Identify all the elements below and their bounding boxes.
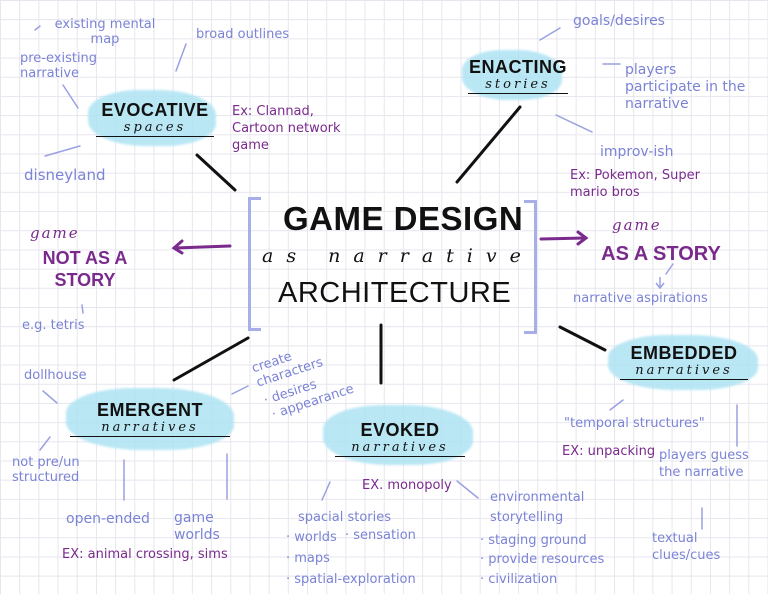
embedded-note-temporal: "temporal structures" [564, 416, 705, 431]
emergent-example: EX: animal crossing, sims [62, 547, 228, 562]
embedded-node: EMBEDDED narratives [620, 343, 748, 380]
emergent-highlight [66, 388, 234, 450]
emergent-subtitle: narratives [70, 420, 230, 437]
left-branch-script: game [30, 224, 80, 242]
center-title-line3: ARCHITECTURE [278, 277, 512, 309]
evoked-title: EVOKED [360, 420, 440, 440]
evoked-subtitle: narratives [335, 440, 465, 457]
evoked-env-resources: · provide resources [480, 552, 605, 567]
left-branch-note: e.g. tetris [22, 318, 85, 333]
evocative-title: EVOCATIVE [101, 100, 209, 120]
emergent-note-open-ended: open-ended [66, 511, 150, 527]
evoked-spacial-maps: · maps [286, 551, 330, 566]
evoked-spacial-worlds: · worlds [286, 530, 337, 545]
evoked-node: EVOKED narratives [335, 420, 465, 457]
enacting-note-improv: improv-ish [600, 144, 674, 160]
evoked-env-heading: environmental storytelling [490, 490, 585, 525]
left-branch-title: NOT AS A STORY [42, 248, 128, 290]
evoked-env-staging: · staging ground [480, 533, 587, 548]
emergent-node: EMERGENT narratives [70, 400, 230, 437]
evoked-spacial-sensation: · sensation [345, 528, 416, 543]
embedded-example: EX: unpacking [562, 444, 656, 459]
evocative-note-disneyland: disneyland [24, 166, 106, 184]
enacting-highlight [462, 50, 562, 100]
enacting-title: ENACTING [469, 57, 567, 77]
emergent-note-dollhouse: dollhouse [24, 368, 87, 383]
evocative-note-broad: broad outlines [196, 27, 290, 42]
center-bracket-right [524, 200, 537, 334]
enacting-note-players: players participate in the narrative [625, 62, 746, 112]
embedded-note-clues: textual clues/cues [652, 531, 721, 563]
embedded-title: EMBEDDED [630, 343, 738, 363]
evoked-highlight [323, 405, 473, 465]
embedded-note-guess: players guess the narrative [659, 448, 749, 480]
enacting-note-goals: goals/desires [573, 13, 665, 29]
embedded-subtitle: narratives [620, 363, 748, 380]
right-branch-note: narrative aspirations [573, 291, 708, 306]
evocative-subtitle: spaces [96, 120, 214, 137]
enacting-subtitle: stories [468, 77, 568, 94]
embedded-highlight [608, 335, 758, 390]
evoked-env-civilization: · civilization [480, 572, 558, 587]
emergent-note-game-worlds: game worlds [174, 510, 220, 543]
evocative-note-preexisting: pre-existing narrative [20, 51, 98, 81]
emergent-note-structured: not pre/un structured [12, 455, 80, 485]
emergent-title: EMERGENT [96, 400, 203, 420]
enacting-example: Ex: Pokemon, Super mario bros [570, 168, 701, 200]
center-bracket-left [248, 197, 261, 331]
evocative-example: Ex: Clannad, Cartoon network game [232, 104, 341, 153]
evoked-spacial-heading: spacial stories [298, 510, 392, 525]
center-title-line2: as narrative [262, 245, 534, 267]
right-branch-script: game [612, 216, 662, 234]
evocative-node: EVOCATIVE spaces [96, 100, 214, 137]
evocative-note-mental-map: existing mental map [54, 17, 156, 47]
evoked-spacial-exploration: · spatial-exploration [286, 572, 416, 587]
center-title-line1: GAME DESIGN [283, 200, 524, 237]
right-branch-title: AS A STORY [601, 243, 721, 265]
enacting-node: ENACTING stories [468, 57, 568, 94]
evoked-example: EX. monopoly [362, 478, 452, 493]
